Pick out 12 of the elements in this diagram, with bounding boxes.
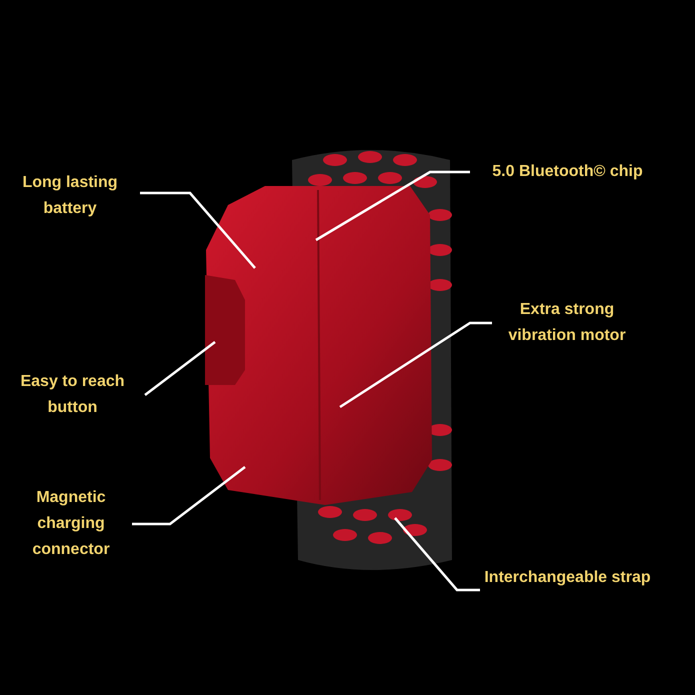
- leader-line: [140, 192, 256, 269]
- leader-line: [315, 170, 470, 242]
- callout-label: Easy to reach button: [0, 369, 145, 421]
- callout-label: Magnetic charging connector: [10, 485, 132, 563]
- leader-line: [144, 341, 216, 396]
- leader-line: [394, 517, 480, 592]
- leader-line: [339, 322, 492, 408]
- leader-line: [132, 466, 246, 526]
- callout-label: 5.0 Bluetooth© chip: [470, 159, 665, 185]
- callout-label: Long lasting battery: [0, 170, 140, 222]
- callout-label: Extra strong vibration motor: [492, 297, 642, 349]
- callout-label: Interchangeable strap: [480, 565, 655, 591]
